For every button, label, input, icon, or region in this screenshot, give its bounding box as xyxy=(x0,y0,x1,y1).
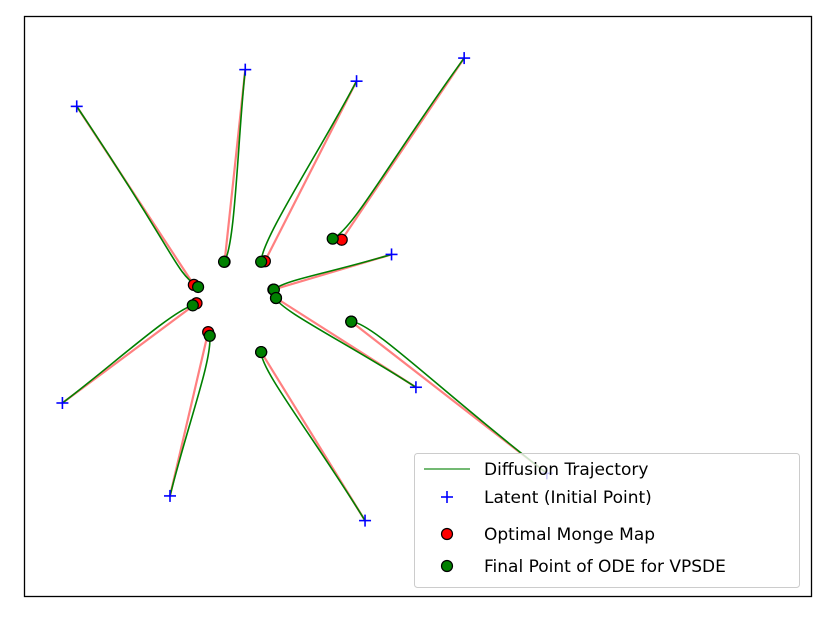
diffusion-trajectory-line xyxy=(260,352,366,522)
diffusion-trajectory-line xyxy=(61,304,194,404)
diffusion-trajectory-line xyxy=(223,69,247,263)
latent-point-marker xyxy=(70,100,83,113)
plot-frame xyxy=(23,15,813,598)
legend-swatch-latent xyxy=(441,491,453,503)
diffusion-trajectories xyxy=(61,57,548,522)
diffusion-trajectory-line xyxy=(169,335,211,497)
diffusion-trajectory-line xyxy=(332,57,465,240)
ode-final-point-marker xyxy=(326,232,339,245)
ode-final-point-marker xyxy=(203,329,216,342)
chart-markers xyxy=(56,52,553,527)
legend-swatch-ode xyxy=(440,559,454,573)
monge-map-line xyxy=(263,80,358,262)
latent-point-marker xyxy=(458,52,471,65)
latent-point-marker xyxy=(56,397,69,409)
ode-final-point-marker xyxy=(255,345,268,359)
monge-map-line xyxy=(168,331,210,497)
ode-final-point-marker xyxy=(345,315,358,328)
ode-final-point-marker xyxy=(191,280,205,294)
latent-point-marker xyxy=(239,63,252,76)
diffusion-trajectory-line xyxy=(275,297,417,388)
ode-final-point-marker xyxy=(255,255,268,268)
ode-final-point-marker xyxy=(269,291,283,305)
ode-final-point-marker xyxy=(186,299,199,312)
legend-label-ode: Final Point of ODE for VPSDE xyxy=(484,557,726,577)
legend: Diffusion Trajectory Latent (Initial Poi… xyxy=(414,453,800,588)
legend-box xyxy=(414,453,800,588)
diffusion-trajectory-line xyxy=(76,105,199,288)
diffusion-trajectory-line xyxy=(351,320,548,474)
latent-point-marker xyxy=(164,489,176,502)
monge-map-line xyxy=(340,57,466,241)
latent-point-marker xyxy=(409,381,422,394)
latent-point-marker xyxy=(359,514,372,527)
legend-label-latent: Latent (Initial Point) xyxy=(484,488,652,508)
latent-point-marker xyxy=(350,75,363,88)
diffusion-trajectory-line xyxy=(260,80,358,262)
ode-final-point-marker xyxy=(217,255,231,268)
legend-label-trajectory: Diffusion Trajectory xyxy=(484,460,648,480)
latent-point-marker xyxy=(385,248,398,261)
legend-label-monge: Optimal Monge Map xyxy=(484,525,655,545)
legend-swatch-monge xyxy=(440,527,454,541)
